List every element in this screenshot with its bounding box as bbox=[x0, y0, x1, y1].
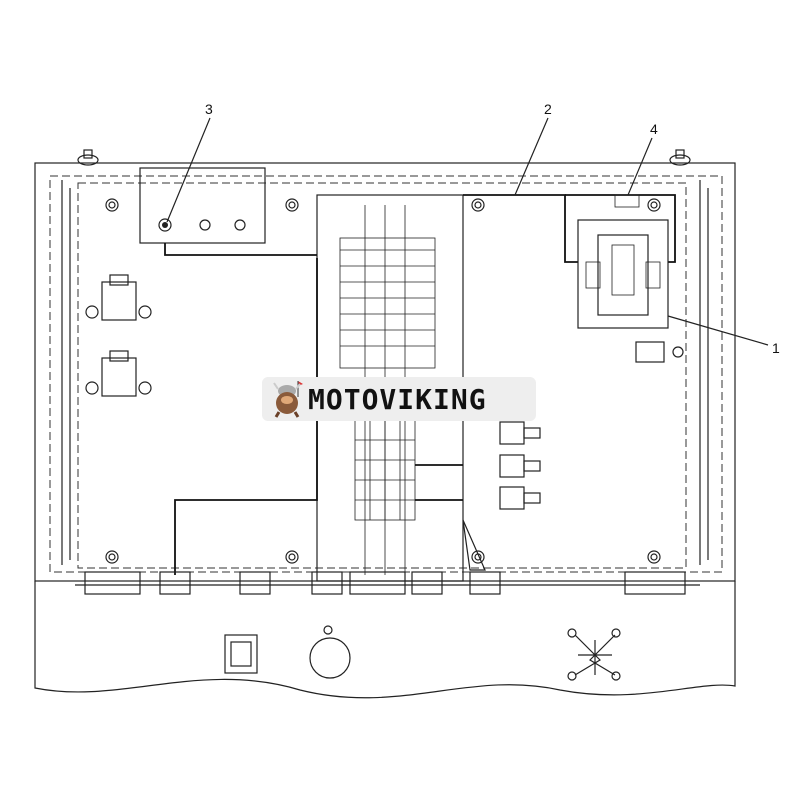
leader-lines bbox=[166, 117, 769, 346]
top-studs bbox=[77, 149, 691, 166]
viking-mascot-icon bbox=[273, 381, 303, 418]
callout-3: 3 bbox=[205, 101, 213, 117]
watermark-banner: MOTOVIKING bbox=[262, 377, 536, 421]
wire-top-right-2 bbox=[565, 194, 676, 263]
control-module bbox=[577, 194, 669, 329]
switch-box bbox=[139, 167, 266, 244]
callout-1: 1 bbox=[772, 340, 780, 356]
wire-switch bbox=[164, 243, 317, 256]
watermark-text: MOTOVIKING bbox=[308, 382, 487, 416]
wire-top-right bbox=[463, 194, 578, 263]
lower-components bbox=[224, 625, 621, 681]
mounting-plate-dashed bbox=[77, 182, 687, 569]
left-relays bbox=[85, 274, 152, 397]
lower-housing bbox=[34, 581, 736, 699]
callout-2: 2 bbox=[544, 101, 552, 117]
callout-4: 4 bbox=[650, 121, 658, 137]
side-rails bbox=[61, 180, 709, 565]
right-relays bbox=[499, 341, 684, 510]
bottom-terminals bbox=[75, 571, 700, 595]
mounting-bolts bbox=[105, 198, 661, 564]
